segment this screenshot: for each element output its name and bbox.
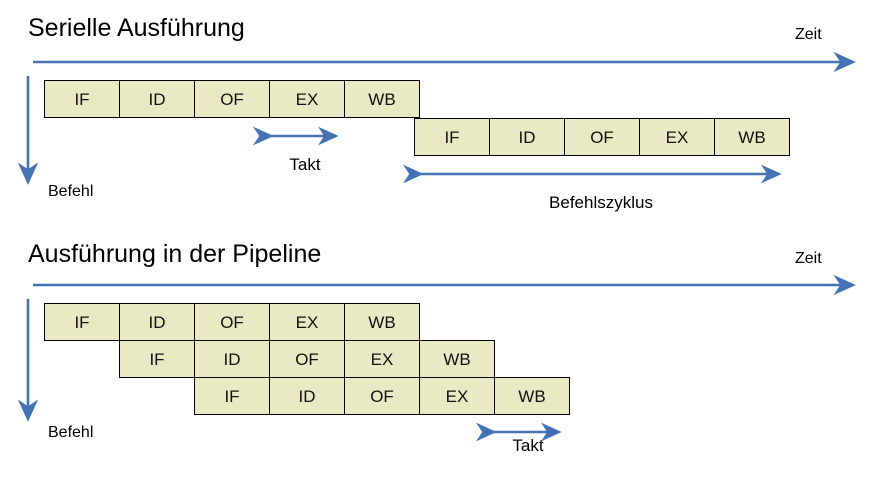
serial-row2-stage-id: ID [489,118,565,156]
pipeline-clock-label: Takt [512,436,544,455]
pipeline-row1-stage-wb: WB [344,303,420,341]
serial-instruction-axis-arrow [17,76,39,185]
serial-time-axis-arrow [33,51,856,73]
pipeline-row2-stage-if: IF [119,340,195,378]
pipeline-row3-stage-if: IF [194,377,270,415]
pipeline-row3-stage-id: ID [269,377,345,415]
pipeline-row3-stage-of: OF [344,377,420,415]
serial-clock-label: Takt [289,155,321,174]
serial-row2-stage-wb: WB [714,118,790,156]
pipeline-row1-stage-ex: EX [269,303,345,341]
serial-instruction-cycle-label: Befehlszyklus [549,193,653,212]
pipeline-clock-double-arrow [476,422,562,442]
serial-row2-stage-if: IF [414,118,490,156]
serial-row2-stage-of: OF [564,118,640,156]
pipeline-row1-stage-if: IF [44,303,120,341]
serial-clock-double-arrow [253,126,339,146]
serial-row1-stage-of: OF [194,80,270,118]
serial-instruction-axis-label: Befehl [48,183,94,200]
pipeline-section-title: Ausführung in der Pipeline [28,240,322,268]
pipeline-row2-stage-id: ID [194,340,270,378]
pipeline-row1-stage-id: ID [119,303,195,341]
pipeline-instruction-axis-label: Befehl [48,424,94,441]
pipeline-row3-stage-ex: EX [419,377,495,415]
pipeline-row2-stage-ex: EX [344,340,420,378]
pipeline-time-axis-arrow [33,274,856,296]
serial-row1-stage-id: ID [119,80,195,118]
pipeline-row2-stage-of: OF [269,340,345,378]
serial-row2-stage-ex: EX [639,118,715,156]
pipeline-row1-stage-of: OF [194,303,270,341]
pipeline-time-axis-label: Zeit [795,250,822,267]
pipeline-row2-stage-wb: WB [419,340,495,378]
serial-row1-stage-wb: WB [344,80,420,118]
serial-instruction-cycle-double-arrow [403,164,782,184]
pipeline-row3-stage-wb: WB [494,377,570,415]
serial-time-axis-label: Zeit [795,26,822,43]
pipeline-instruction-axis-arrow [17,299,39,422]
serial-section-title: Serielle Ausführung [28,14,245,42]
serial-row1-stage-ex: EX [269,80,345,118]
serial-row1-stage-if: IF [44,80,120,118]
